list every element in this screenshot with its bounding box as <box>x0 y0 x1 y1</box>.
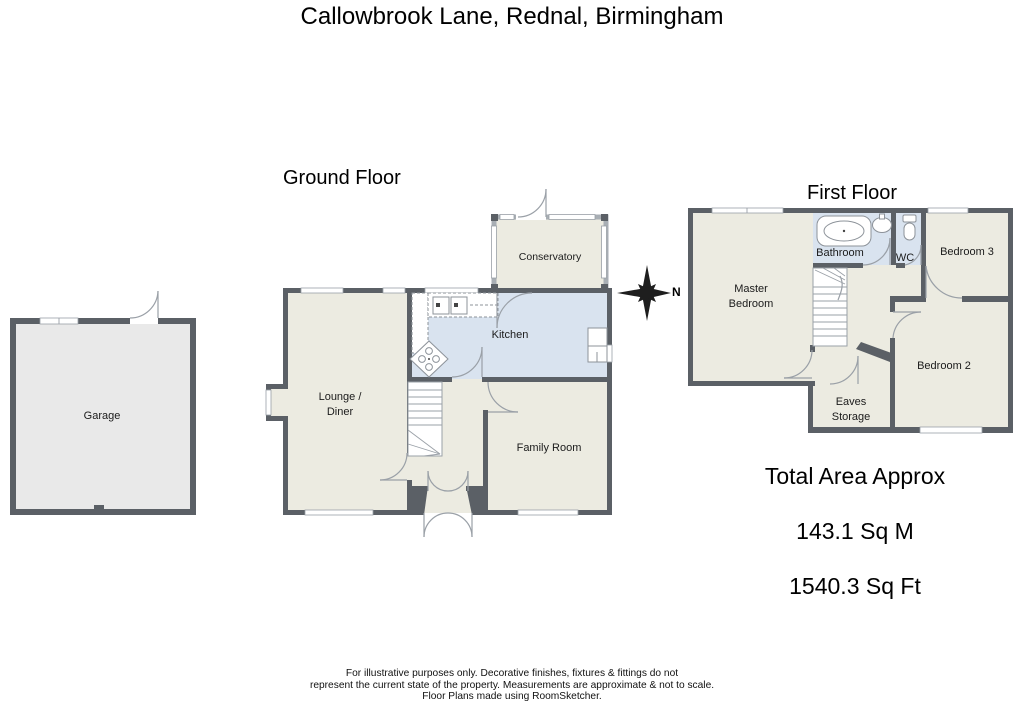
room-label-bedroom-2: Bedroom 2 <box>917 360 971 372</box>
room-label-bedroom-3: Bedroom 3 <box>940 246 994 258</box>
total-area-text: Total Area Approx 143.1 Sq M 1540.3 Sq F… <box>730 435 980 628</box>
disclaimer-text: For illustrative purposes only. Decorati… <box>309 668 715 703</box>
room-label-master-bedroom: Master Bedroom <box>728 283 774 310</box>
total-area-imperial: 1540.3 Sq Ft <box>789 572 921 599</box>
garage-plan <box>10 290 196 515</box>
compass-rose-icon <box>617 265 671 321</box>
first-floor-label: First Floor <box>807 182 897 204</box>
room-label-bathroom: Bathroom <box>816 247 864 259</box>
room-label-garage: Garage <box>83 410 121 422</box>
ground-floor-plan <box>265 188 613 538</box>
room-label-eaves-storage: Eaves Storage <box>831 396 871 423</box>
total-area-metric: 143.1 Sq M <box>796 517 914 544</box>
first-floor-plan <box>688 207 1013 434</box>
ground-floor-label: Ground Floor <box>283 167 401 189</box>
room-label-kitchen: Kitchen <box>491 329 529 341</box>
total-area-heading: Total Area Approx <box>764 462 946 489</box>
page-title: Callowbrook Lane, Rednal, Birmingham <box>300 3 724 30</box>
compass-north-label: N <box>672 285 681 299</box>
room-label-wc: WC <box>895 252 915 264</box>
room-label-lounge-diner: Lounge / Diner <box>318 391 362 418</box>
room-label-conservatory: Conservatory <box>518 251 582 263</box>
room-label-family-room: Family Room <box>516 442 582 454</box>
